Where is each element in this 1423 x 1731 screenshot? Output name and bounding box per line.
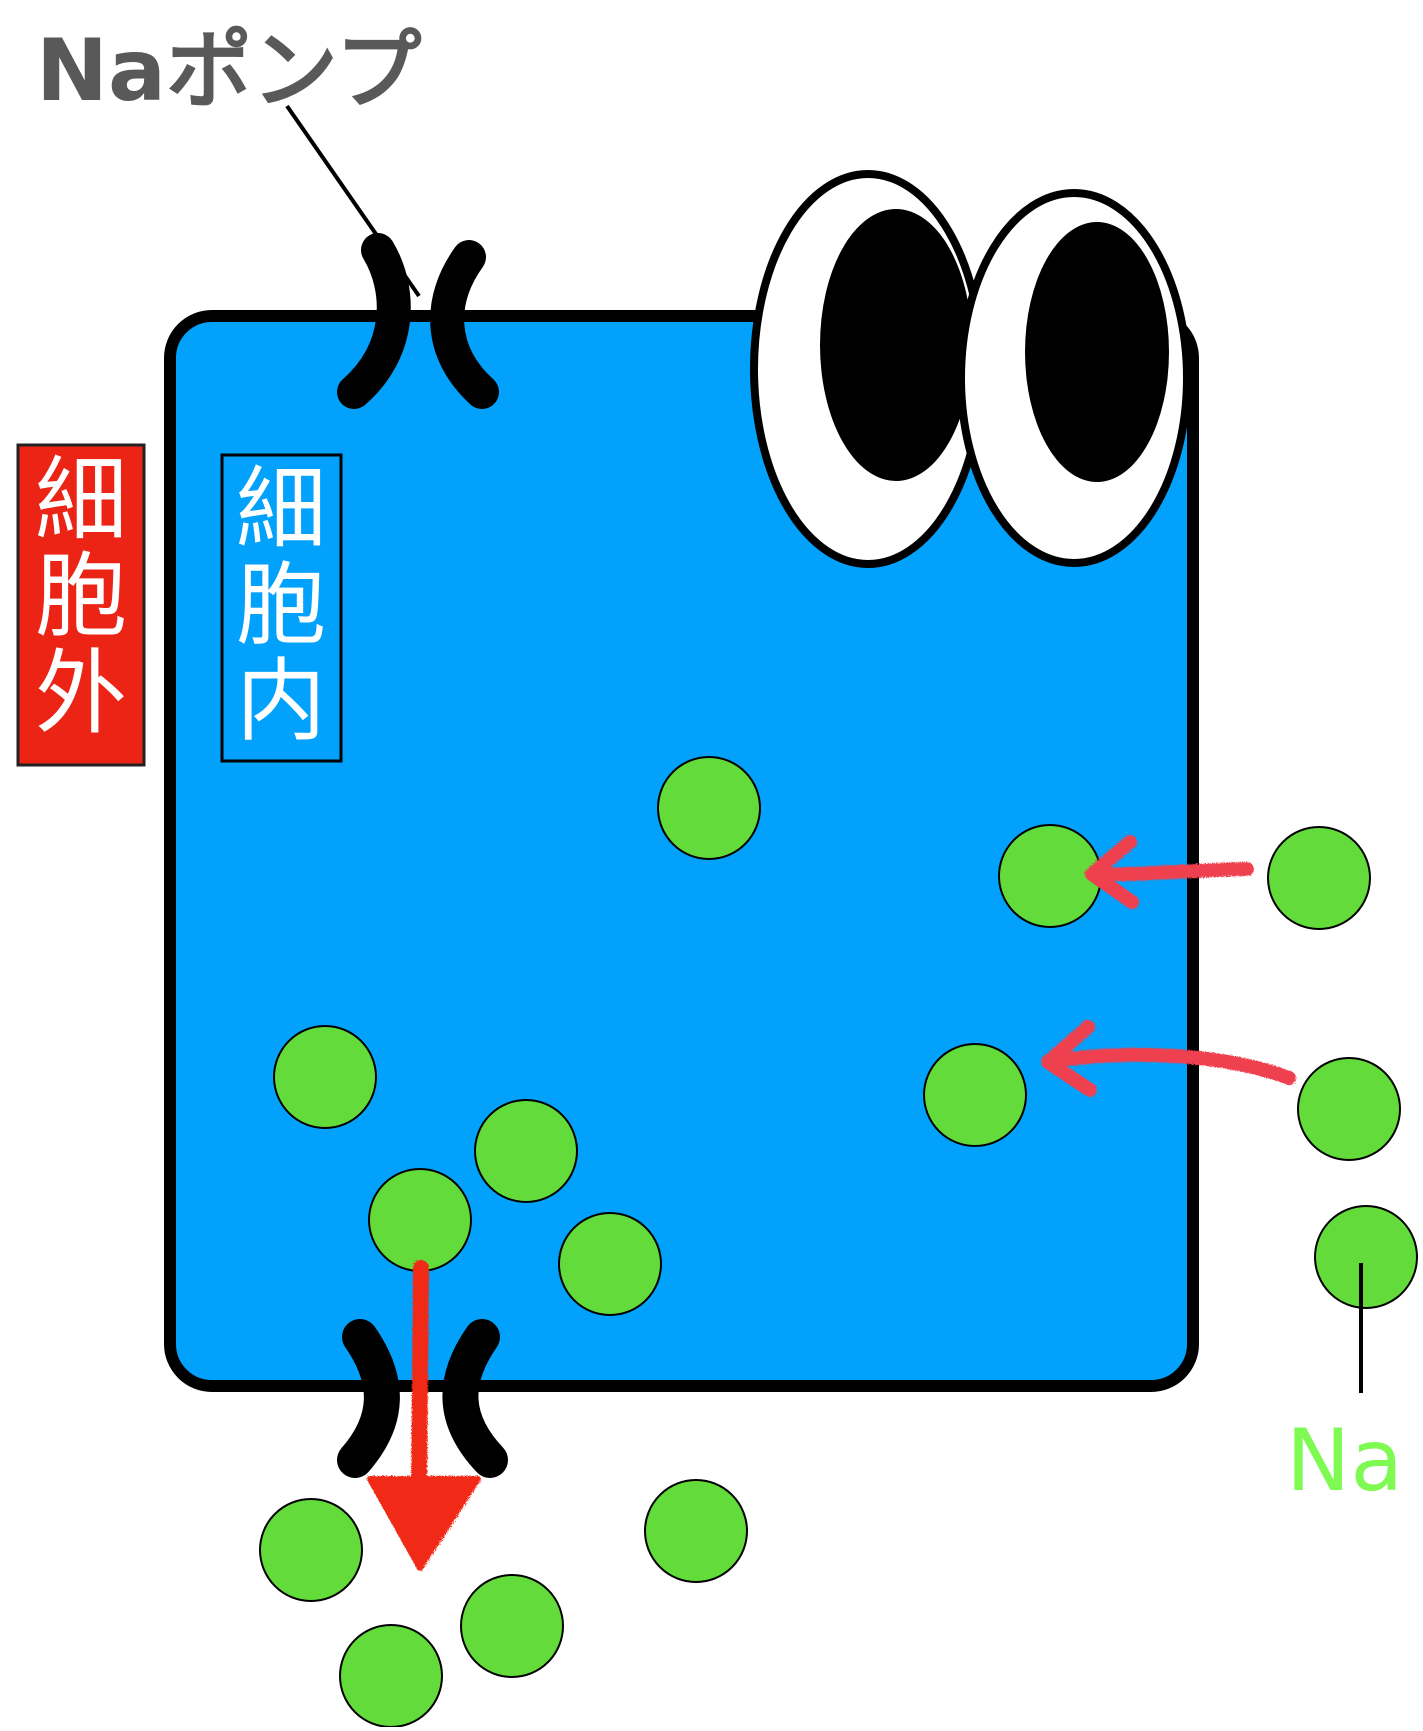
ion-inside-6 — [368, 1168, 472, 1272]
inside-char-3: 内 — [236, 649, 326, 754]
top-pump-icon — [337, 233, 499, 409]
ion-inside-7 — [558, 1212, 662, 1316]
inward-arrow-1 — [1085, 835, 1254, 909]
ion-outside-4 — [644, 1479, 748, 1583]
pump-label: Naポンプ — [36, 21, 421, 121]
eyes-icon — [750, 170, 1191, 568]
ion-outside-2 — [1297, 1057, 1401, 1161]
ion-outside-3 — [1314, 1205, 1418, 1309]
inside-char-1: 細 — [236, 457, 326, 562]
inward-arrow-2 — [1041, 1020, 1296, 1097]
sodium-label: Na — [1286, 1411, 1403, 1511]
ion-outside-5 — [259, 1498, 363, 1602]
outside-char-1: 細 — [35, 447, 127, 554]
inside-label: 細 胞 内 — [236, 457, 326, 754]
outward-arrow — [367, 1260, 481, 1571]
ion-outside-6 — [460, 1574, 564, 1678]
pump-leader-line — [285, 104, 421, 298]
outside-char-3: 外 — [35, 640, 127, 747]
ion-inside-3 — [273, 1025, 377, 1129]
outside-badge — [16, 443, 146, 767]
outside-label: 細 胞 外 — [35, 447, 127, 747]
left-pupil — [820, 209, 972, 481]
ion-inside-4 — [923, 1043, 1027, 1147]
ion-outside-1 — [1267, 826, 1371, 930]
outside-char-2: 胞 — [35, 543, 127, 650]
inside-char-2: 胞 — [236, 553, 326, 658]
bottom-pump-icon — [337, 1319, 508, 1478]
inside-badge — [220, 453, 343, 763]
ion-inside-5 — [474, 1099, 578, 1203]
right-pupil — [1025, 222, 1169, 482]
ion-inside-1 — [657, 756, 761, 860]
ion-outside-7 — [339, 1624, 443, 1728]
inward-arrows — [1041, 835, 1296, 1097]
sodium-ions — [259, 756, 1418, 1728]
